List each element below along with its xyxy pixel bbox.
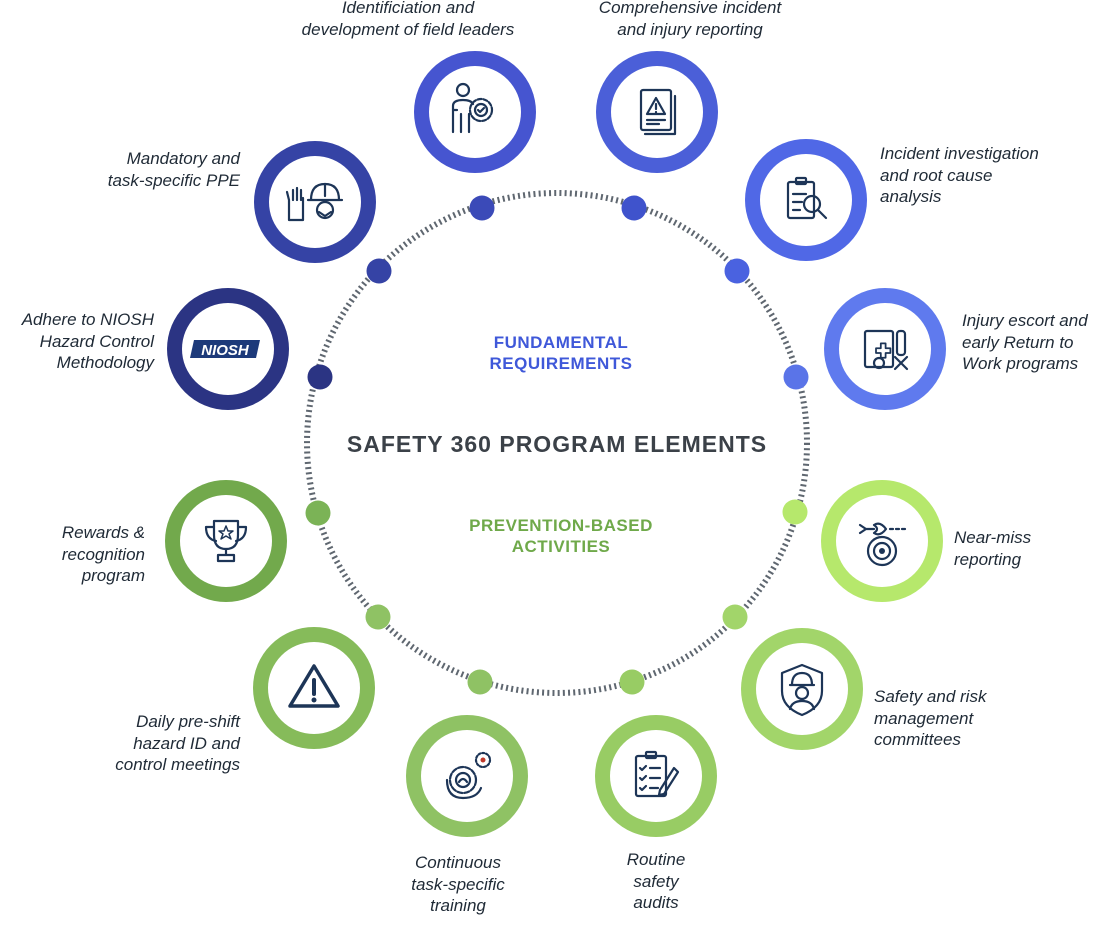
person-gear-icon [451, 82, 494, 134]
label-line: Routine [626, 850, 686, 869]
fundamental-heading-line: FUNDAMENTAL [493, 333, 629, 352]
label-line: audits [633, 893, 679, 912]
node-ppe [254, 141, 376, 263]
label-line: Safety and risk [874, 687, 987, 706]
label-line: management [874, 708, 974, 728]
clipboard-magnifier-icon [786, 176, 828, 220]
medical-document-icon [863, 329, 909, 371]
node-face [269, 156, 361, 248]
label-rewards-recognition: Rewards & recognition program [25, 522, 145, 587]
node-face [836, 495, 928, 587]
label-line: training [430, 896, 486, 915]
label-near-miss: Near-miss reporting [954, 527, 1031, 570]
node-face [839, 303, 931, 395]
label-line: recognition [61, 544, 145, 564]
label-ppe: Mandatory and task-specific PPE [60, 148, 240, 191]
diagram-title: SAFETY 360 PROGRAM ELEMENTS [346, 431, 768, 457]
ring-marker-near-miss-reporting [782, 499, 808, 525]
label-line: committees [874, 730, 961, 749]
label-line: early Return to [962, 332, 1074, 352]
shield-worker-icon [780, 663, 824, 717]
label-line: Rewards & [61, 523, 145, 542]
label-line: Mandatory and [126, 149, 240, 168]
node-niosh-methodology: NIOSH [167, 288, 289, 410]
ring-marker-rewards-recognition [305, 500, 331, 526]
ring-markers [305, 195, 809, 695]
label-line: Methodology [56, 353, 154, 372]
prevention-heading-line: PREVENTION-BASED [469, 516, 653, 535]
label-safety-risk-committees: Safety and risk management committees [874, 686, 986, 751]
warning-document-icon [639, 88, 677, 136]
label-line: control meetings [115, 755, 240, 774]
ring-marker-injury-escort [783, 364, 809, 390]
label-line: Continuous [414, 853, 501, 872]
label-line: and injury reporting [617, 19, 763, 39]
label-line: Injury escort and [962, 311, 1088, 330]
label-daily-meetings: Daily pre-shift hazard ID and control me… [60, 711, 240, 776]
label-line: Identificiation and [341, 0, 475, 17]
ring-marker-ppe [366, 258, 392, 284]
checklist-pencil-icon [634, 750, 680, 798]
niosh-logo-text: NIOSH [201, 342, 250, 359]
ring-marker-safety-risk-committees [722, 604, 748, 630]
label-line: Near-miss [954, 528, 1032, 547]
label-line: hazard ID and [133, 733, 240, 753]
prevention-heading: PREVENTION-BASED ACTIVITIES [430, 515, 692, 557]
label-identification-field-leaders: Identificiation and development of field… [268, 0, 548, 40]
ring-marker-niosh-methodology [307, 364, 333, 390]
warning-triangle-icon [288, 664, 340, 708]
node-face [756, 643, 848, 735]
fundamental-heading: FUNDAMENTAL REQUIREMENTS [455, 332, 667, 374]
node-incident-investigation [745, 139, 867, 261]
trophy-icon [204, 519, 248, 563]
target-arrow-icon [858, 522, 908, 567]
glove-helmet-icon [285, 182, 344, 222]
fundamental-heading-line: REQUIREMENTS [489, 354, 633, 373]
label-line: safety [633, 871, 679, 891]
label-line: Hazard Control [39, 331, 154, 351]
ring-marker-daily-meetings [365, 604, 391, 630]
label-incident-injury-reporting: Comprehensive incident and injury report… [560, 0, 820, 40]
ring-marker-incident-injury-reporting [621, 195, 647, 221]
label-line: and root cause [880, 165, 993, 185]
label-line: analysis [880, 187, 942, 206]
element-nodes: NIOSH [165, 51, 946, 837]
node-near-miss-reporting [821, 480, 943, 602]
node-face [180, 495, 272, 587]
ring-marker-identification-field-leaders [469, 195, 495, 221]
label-line: reporting [954, 549, 1022, 569]
ring-marker-incident-investigation [724, 258, 750, 284]
node-incident-injury-reporting [596, 51, 718, 173]
node-injury-escort [824, 288, 946, 410]
ring-marker-continuous-training [467, 669, 493, 695]
ring-marker-routine-audits [619, 669, 645, 695]
label-niosh-methodology: Adhere to NIOSH Hazard Control Methodolo… [0, 309, 154, 374]
label-injury-escort: Injury escort and early Return to Work p… [962, 310, 1088, 375]
prevention-heading-line: ACTIVITIES [511, 537, 611, 556]
label-line: task-specific PPE [107, 170, 240, 190]
node-face [610, 730, 702, 822]
label-line: Comprehensive incident [598, 0, 782, 17]
label-routine-audits: Routine safety audits [596, 849, 716, 914]
dotted-ring [304, 190, 810, 696]
node-routine-audits [595, 715, 717, 837]
label-line: Work programs [962, 354, 1079, 373]
label-incident-investigation: Incident investigation and root cause an… [880, 143, 1039, 208]
node-rewards-recognition [165, 480, 287, 602]
niosh-logo: NIOSH [190, 340, 260, 359]
gear-cycle-icon [445, 751, 492, 800]
node-continuous-training [406, 715, 528, 837]
label-line: Daily pre-shift [136, 712, 240, 731]
label-line: Incident investigation [880, 144, 1039, 163]
label-continuous-training: Continuous task-specific training [388, 852, 528, 917]
label-line: development of field leaders [301, 19, 515, 39]
node-face [421, 730, 513, 822]
node-safety-risk-committees [741, 628, 863, 750]
label-line: task-specific [411, 874, 505, 894]
node-daily-meetings [253, 627, 375, 749]
label-line: Adhere to NIOSH [21, 310, 154, 329]
label-line: program [81, 566, 145, 585]
node-identification-field-leaders [414, 51, 536, 173]
